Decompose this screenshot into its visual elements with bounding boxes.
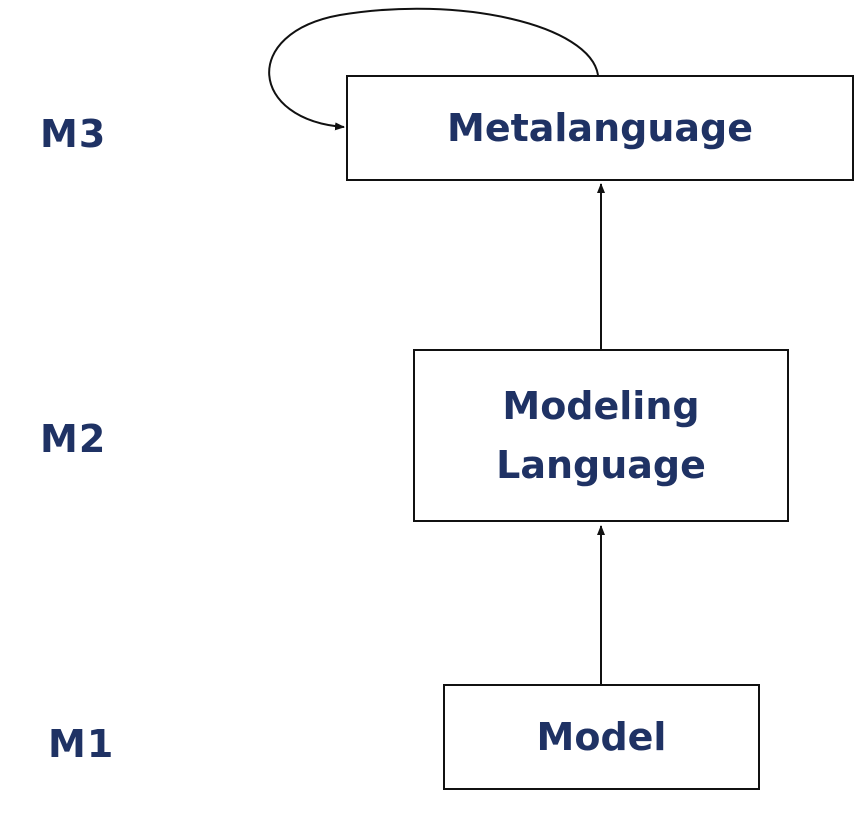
metalanguage-label: Metalanguage (447, 105, 753, 150)
modeling-language-box: Modeling Language (413, 349, 789, 522)
model-box: Model (443, 684, 760, 790)
modeling-language-label-line-2: Language (496, 442, 706, 487)
metalanguage-box: Metalanguage (346, 75, 854, 181)
edge-metalanguage-self-loop (268, 7, 599, 131)
model-label: Model (536, 714, 667, 759)
modeling-language-label-line-1: Modeling (502, 383, 700, 428)
level-label-m2: M2 (40, 417, 107, 461)
level-label-m1: M1 (48, 722, 115, 766)
level-label-m3: M3 (40, 112, 107, 156)
